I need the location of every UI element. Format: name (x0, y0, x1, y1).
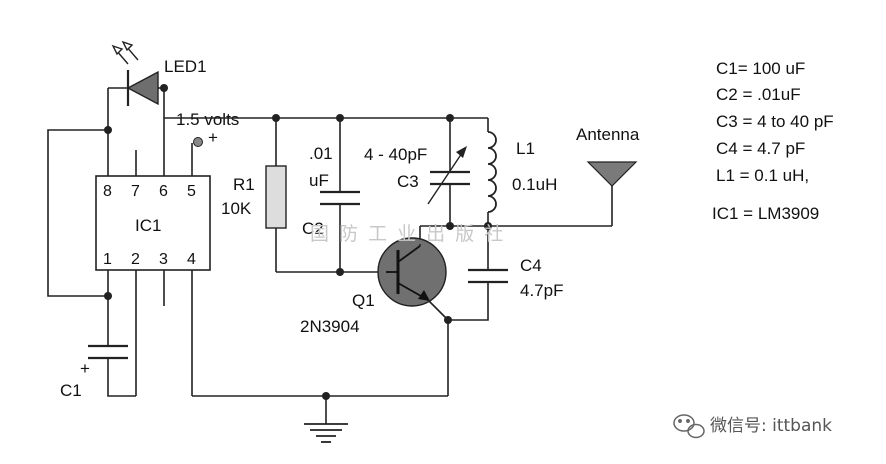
ic-pin-7: 7 (131, 183, 140, 200)
c4-label: C4 (520, 256, 542, 275)
ic-pin-8: 8 (103, 183, 112, 200)
r1-resistor (265, 165, 287, 229)
antenna-symbol (586, 161, 638, 187)
ic1-body (95, 175, 211, 271)
l1-value: 0.1uH (512, 175, 557, 194)
publisher-watermark: 国 防 工 业 出 版 社 (310, 223, 505, 245)
parts-list: C1= 100 uF C2 = .01uF C3 = 4 to 40 pF C4… (712, 59, 834, 223)
q1-label: Q1 (352, 291, 375, 310)
ic-pin-4: 4 (187, 251, 196, 268)
led1-label: LED1 (164, 57, 207, 76)
led1-symbol (126, 70, 164, 106)
c4-capacitor (448, 226, 508, 321)
left-wiring (47, 87, 136, 397)
c1-label: C1 (60, 381, 82, 400)
supply-terminal (193, 137, 203, 147)
parts-list-item: C4 = 4.7 pF (716, 139, 805, 158)
supply-voltage-label: 1.5 volts (176, 110, 239, 129)
l1-inductor (487, 118, 497, 226)
c4-value: 4.7pF (520, 281, 563, 300)
c3-trimmer-capacitor (427, 118, 470, 226)
q1-transistor (377, 237, 447, 307)
ic-pin-5: 5 (187, 183, 196, 200)
antenna-label: Antenna (576, 125, 640, 144)
ic-pin-1: 1 (103, 251, 112, 268)
ic-pin-2: 2 (131, 251, 140, 268)
ic-pin-leads (107, 88, 193, 396)
parts-list-item: L1 = 0.1 uH, (716, 166, 809, 185)
supply-plus: + (208, 128, 218, 147)
parts-list-item: C1= 100 uF (716, 59, 805, 78)
c2-value-line2: uF (309, 171, 329, 190)
junction-dots (104, 84, 492, 400)
ground-symbol (304, 423, 348, 443)
parts-list-item: IC1 = LM3909 (712, 204, 819, 223)
c2-value-line1: .01 (309, 144, 333, 163)
c3-label: C3 (397, 172, 419, 191)
wechat-icon (673, 414, 705, 439)
ground-rail (192, 395, 448, 424)
parts-list-item: C3 = 4 to 40 pF (716, 112, 834, 131)
ic-pin-6: 6 (159, 183, 168, 200)
wechat-id-label: 微信号: ittbank (710, 416, 832, 436)
c2-label: C2 (302, 219, 324, 238)
r1-value: 10K (221, 199, 252, 218)
c3-value: 4 - 40pF (364, 145, 427, 164)
q1-part-number: 2N3904 (300, 317, 360, 336)
c1-plus: + (80, 359, 90, 378)
c1-capacitor (88, 344, 128, 360)
led-light-arrows (111, 40, 139, 65)
ic1-label: IC1 (135, 216, 161, 235)
r1-label: R1 (233, 175, 255, 194)
l1-label: L1 (516, 139, 535, 158)
c2-capacitor (320, 118, 360, 272)
parts-list-item: C2 = .01uF (716, 85, 801, 104)
ic-pin-3: 3 (159, 251, 168, 268)
